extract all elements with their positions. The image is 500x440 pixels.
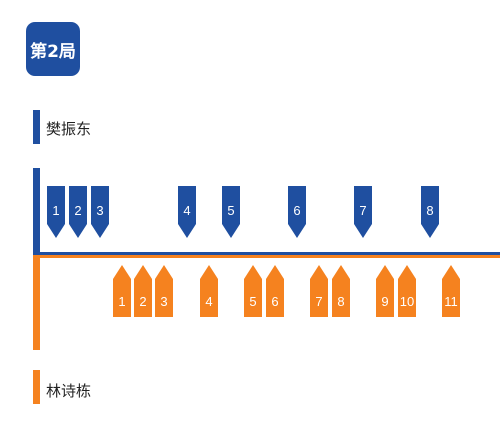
point-number: 6	[293, 203, 301, 218]
player-top-point-marker: 7	[354, 186, 372, 238]
player-bottom-point-marker: 11	[442, 265, 460, 317]
player-bottom-color-bar	[33, 370, 40, 404]
player-top-point-marker: 4	[178, 186, 196, 238]
point-number: 5	[249, 294, 257, 309]
player-bottom-point-marker: 7	[310, 265, 328, 317]
point-number: 1	[118, 294, 126, 309]
point-number: 7	[315, 294, 323, 309]
player-bottom-axis-vertical	[33, 258, 40, 350]
player-bottom-point-marker: 2	[134, 265, 152, 317]
player-bottom-point-marker: 9	[376, 265, 394, 317]
player-bottom-point-marker: 1	[113, 265, 131, 317]
point-number: 4	[183, 203, 191, 218]
point-number: 9	[381, 294, 389, 309]
player-bottom-point-marker: 5	[244, 265, 262, 317]
player-top-name: 樊振东	[46, 120, 92, 138]
player-top-point-marker: 3	[91, 186, 109, 238]
point-number: 10	[399, 294, 415, 309]
point-number: 2	[139, 294, 147, 309]
player-top-point-marker: 6	[288, 186, 306, 238]
point-number: 3	[96, 203, 104, 218]
point-number: 4	[205, 294, 213, 309]
player-bottom-name: 林诗栋	[46, 382, 92, 400]
player-top-point-marker: 8	[421, 186, 439, 238]
point-number: 1	[52, 203, 60, 218]
player-top-point-marker: 2	[69, 186, 87, 238]
player-bottom-point-marker: 4	[200, 265, 218, 317]
score-timeline-lower	[33, 255, 500, 258]
point-number: 5	[227, 203, 235, 218]
player-bottom-point-marker: 8	[332, 265, 350, 317]
game-number-badge: 第2局	[26, 22, 80, 76]
player-bottom-point-marker: 3	[155, 265, 173, 317]
point-number: 11	[444, 294, 458, 309]
point-number: 6	[271, 294, 279, 309]
point-number: 8	[426, 203, 434, 218]
point-number: 8	[337, 294, 345, 309]
player-top-axis-vertical	[33, 168, 40, 258]
player-top-point-marker: 1	[47, 186, 65, 238]
point-number: 2	[74, 203, 82, 218]
player-bottom-point-marker: 10	[398, 265, 416, 317]
player-top-color-bar	[33, 110, 40, 144]
player-top-point-marker: 5	[222, 186, 240, 238]
player-bottom-point-marker: 6	[266, 265, 284, 317]
point-number: 3	[160, 294, 168, 309]
point-number: 7	[359, 203, 367, 218]
score-timeline	[33, 252, 500, 255]
